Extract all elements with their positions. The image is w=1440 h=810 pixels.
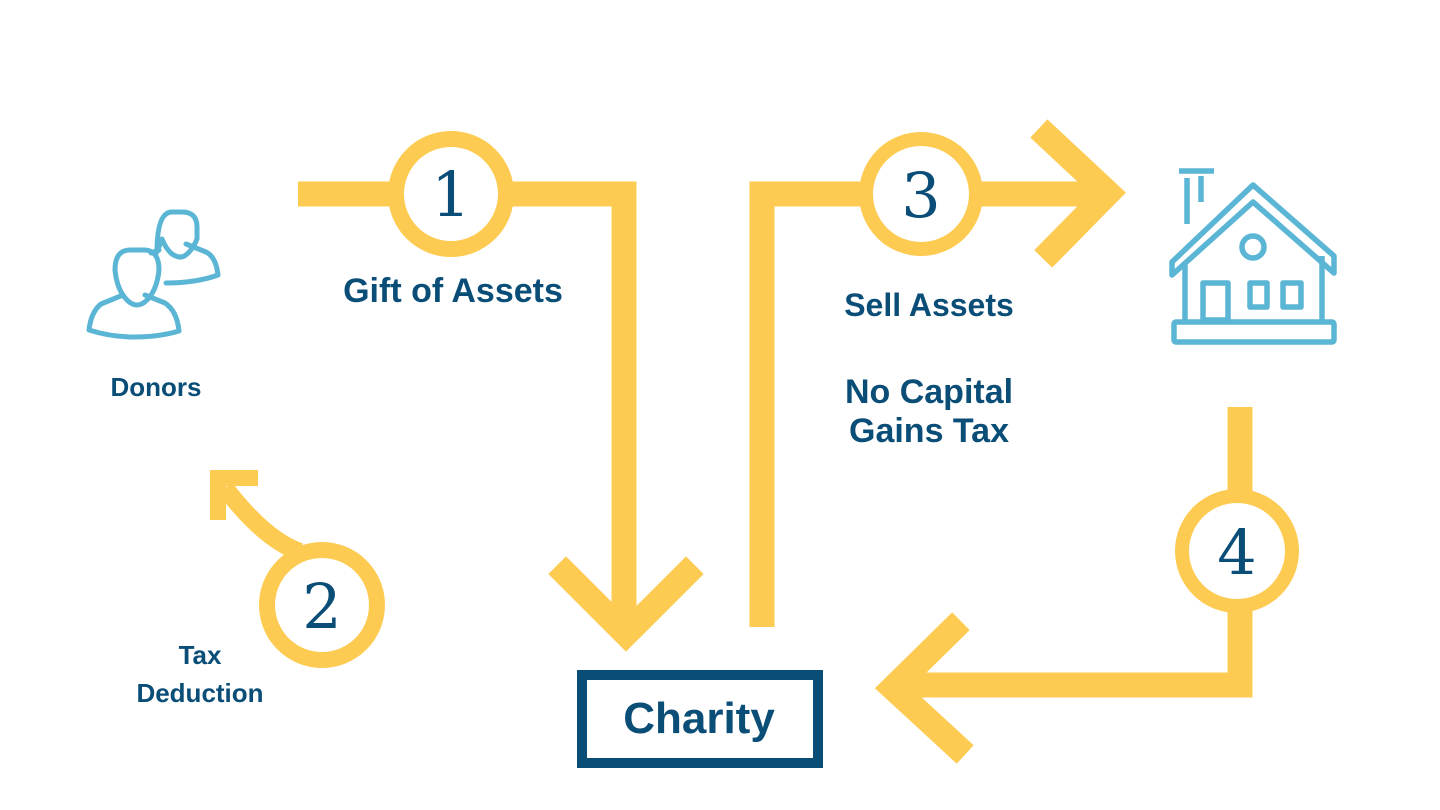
arrowhead-to-donors [210,470,258,520]
no-capital-gains-tax-line1: No Capital [845,373,1013,411]
step-number: 1 [431,158,470,231]
gift-of-assets-label: Gift of Assets [343,272,563,310]
step-2-badge: 2 [259,542,385,668]
no-capital-gains-tax-line2: Gains Tax [849,412,1009,450]
house-icon [1169,168,1337,345]
flow-arrow-sell [749,181,1105,627]
donors-label: Donors [111,372,202,402]
step-3-badge: 3 [859,132,983,256]
arrowhead-to-charity [548,556,704,652]
step-number: 4 [1217,516,1256,589]
step-4-badge: 4 [1175,489,1299,613]
step-number: 2 [302,570,341,643]
charity-label: Charity [623,694,775,743]
flow-arrow-deduction [217,482,304,561]
tax-deduction-label-line2: Deduction [136,678,263,708]
arrowhead-to-charity-proceeds [874,612,974,764]
step-number: 3 [901,159,940,232]
tax-deduction-label-line1: Tax [179,640,222,670]
step-1-badge: 1 [388,131,514,257]
sell-assets-label: Sell Assets [844,287,1014,323]
charity-box: Charity [577,670,823,768]
arrowhead-to-asset [1030,119,1126,268]
users-icon [86,209,221,340]
